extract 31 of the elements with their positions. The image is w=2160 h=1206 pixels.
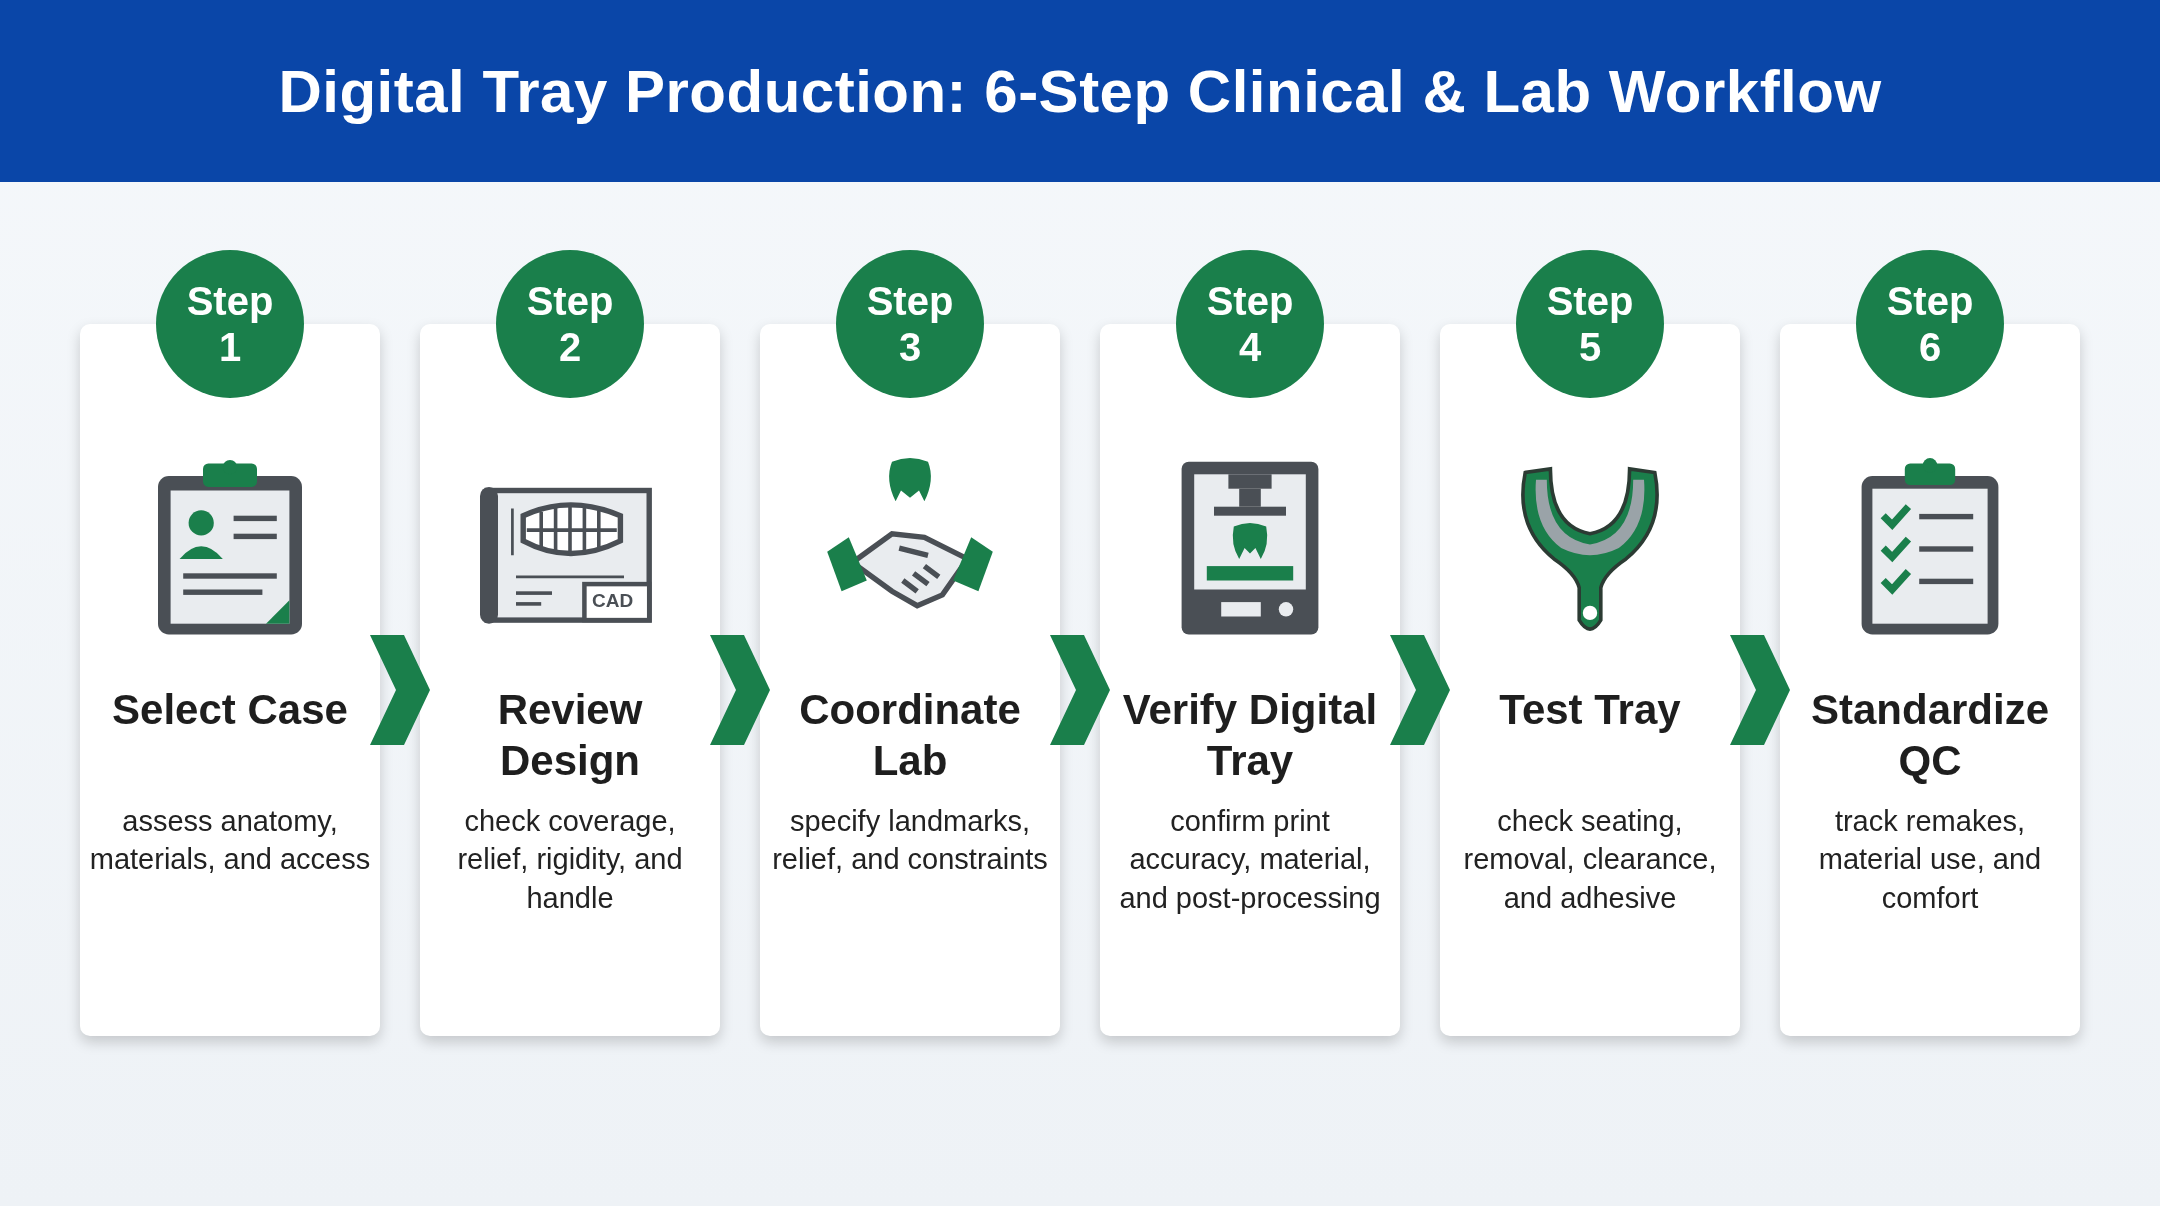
step-card (1100, 324, 1400, 1036)
step-title: Coordinate Lab (798, 685, 1022, 787)
step-card (760, 324, 1060, 1036)
title: Digital Tray Production: 6-Step Clinical & Lab Workflow (278, 56, 1882, 126)
chevron-arrow (1390, 635, 1450, 745)
step-description: track remakes, material use, and comfort (1817, 804, 2043, 916)
step-description: assess anatomy, materials, and access (88, 804, 372, 878)
step-title: Test Tray (1498, 685, 1682, 735)
step-title: Standardize QC (1809, 685, 2051, 787)
step-description: specify landmarks, relief, and constraints (771, 804, 1049, 878)
step-title: Verify Digital Tray (1121, 685, 1379, 787)
icon-label: CAD (592, 590, 634, 612)
step-number: Step 1 (185, 278, 275, 370)
step-card (80, 324, 380, 1036)
step-card (420, 324, 720, 1036)
step-card (1780, 324, 2080, 1036)
step-description: check coverage, relief, rigidity, and handle (456, 804, 684, 916)
step-number: Step 5 (1545, 278, 1635, 370)
step-number: Step 2 (525, 278, 615, 370)
chevron-arrow (1050, 635, 1110, 745)
step-description: check seating, removal, clearance, and adhesive (1462, 804, 1718, 916)
chevron-arrow (1730, 635, 1790, 745)
step-number: Step 6 (1885, 278, 1975, 370)
chevron-arrow (710, 635, 770, 745)
step-title: Select Case (111, 685, 349, 735)
step-number: Step 4 (1205, 278, 1295, 370)
step-number: Step 3 (865, 278, 955, 370)
step-description: confirm print accuracy, material, and post-processing (1118, 804, 1382, 916)
step-card (1440, 324, 1740, 1036)
step-title: Review Design (496, 685, 644, 787)
chevron-arrow (370, 635, 430, 745)
